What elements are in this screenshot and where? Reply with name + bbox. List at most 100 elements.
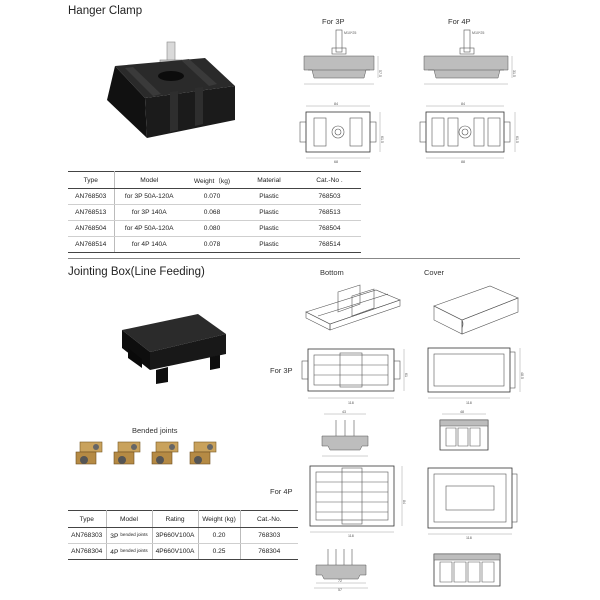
cell-rating: 3P660V100A (152, 527, 199, 544)
model-text: 3P (110, 532, 119, 540)
hanger-4p-height-dim: 31.5 (512, 70, 516, 77)
jointing-4p-height-dim: 84 (402, 500, 406, 504)
table-row: AN768513 for 3P 140A 0.068 Plastic 76851… (68, 204, 361, 221)
hanger-4p-side-dim: 61.5 (515, 136, 519, 143)
cover-iso-drawing (433, 285, 519, 335)
jointing-3p-cover-height-dim: 48.5 (520, 372, 524, 379)
cell-rating: 4P660V100A (152, 543, 199, 560)
hanger-3p-plan-drawing: 84 68 61.5 (299, 102, 384, 164)
table-row: AN768504 for 4P 50A-120A 0.080 Plastic 7… (68, 220, 361, 237)
cell-material: Plastic (240, 188, 298, 205)
cell-weight: 0.20 (198, 527, 241, 544)
jointing-3p-cover-end-top-dim: 48 (460, 410, 464, 414)
cell-model: for 3P 140A (114, 204, 184, 221)
jointing-3p-end-view: 43 (321, 410, 369, 457)
hanger-clamp-photo (107, 41, 235, 138)
hanger-3p-bolt-label: M10*25 (344, 31, 356, 35)
hanger-4p-side-drawing: M10*25 31.5 (423, 29, 516, 85)
jointing-4p-cover-plan: 118 (427, 467, 518, 540)
jointing-4p-bottom-plan: 84 118 (309, 465, 406, 538)
hanger-3p-label: For 3P (322, 17, 345, 26)
col-cat: Cat.-No. (240, 510, 298, 528)
jointing-4p-width-dim: 118 (348, 534, 354, 538)
jointing-3p-cover-width-dim: 118 (466, 401, 472, 405)
bended-joint-item (189, 441, 217, 465)
jointing-4p-end-view: 72 57 (314, 549, 368, 591)
table-row: AN768503 for 3P 50A-120A 0.070 Plastic 7… (68, 188, 361, 205)
col-type: Type (68, 510, 107, 528)
bended-joint-item (151, 441, 179, 465)
bended-joint-item (113, 441, 141, 465)
hanger-3p-side-drawing: M10*25 57.5 (303, 29, 382, 85)
cell-material: Plastic (240, 204, 298, 221)
cell-type: AN768504 (68, 220, 115, 237)
jointing-4p-end-outer-dim: 57 (338, 588, 342, 591)
col-model: Model (114, 171, 184, 189)
model-text: 4P (110, 548, 119, 556)
cell-material: Plastic (240, 236, 298, 253)
hanger-3p-bottom-dim: 68 (334, 160, 338, 164)
cell-cat: 768513 (298, 204, 361, 221)
cell-weight: 0.080 (184, 220, 240, 237)
cell-weight: 0.25 (198, 543, 241, 560)
cell-cat: 768304 (240, 543, 298, 560)
cell-type: AN768304 (68, 543, 107, 560)
col-cat: Cat.-No . (298, 171, 361, 189)
table-row: AN768514 for 4P 140A 0.078 Plastic 76851… (68, 236, 361, 253)
hanger-spec-table: Type Model Weight（kg) Material Cat.-No .… (68, 171, 361, 253)
hanger-4p-plan-drawing: 84 88 61.5 (419, 102, 519, 164)
jointing-3p-cover-plan: 118 48.5 (427, 347, 524, 405)
jointing-box-title: Jointing Box(Line Feeding) (68, 266, 205, 278)
bended-joints-photo (75, 441, 217, 465)
hanger-3p-height-dim: 57.5 (378, 70, 382, 77)
jointing-4p-cover-width-dim: 118 (466, 536, 472, 540)
cell-cat: 768303 (240, 527, 298, 544)
cover-view-label: Cover (424, 268, 445, 277)
bended-joints-title: Bended joints (132, 426, 178, 435)
model-note: bended joints (120, 547, 148, 553)
hanger-3p-side-dim: 61.5 (380, 136, 384, 143)
cell-weight: 0.068 (184, 204, 240, 221)
jointing-box-photo (122, 314, 226, 384)
hanger-4p-bolt-label: M10*25 (472, 31, 484, 35)
col-type: Type (68, 171, 115, 189)
jointing-spec-table: Type Model Rating Weight (kg) Cat.-No. A… (68, 510, 298, 560)
jointing-3p-label: For 3P (270, 366, 293, 375)
model-note: bended joints (120, 531, 148, 537)
cell-type: AN768303 (68, 527, 107, 544)
hanger-4p-label: For 4P (448, 17, 471, 26)
jointing-3p-bottom-plan: 118 61 (301, 348, 408, 405)
bottom-iso-drawing (305, 284, 401, 331)
cell-model: for 4P 50A-120A (114, 220, 184, 237)
bottom-view-label: Bottom (320, 268, 344, 277)
cell-type: AN768503 (68, 188, 115, 205)
cell-type: AN768513 (68, 204, 115, 221)
jointing-3p-cover-end-view: 48 (439, 410, 489, 451)
table-header-row: Type Model Rating Weight (kg) Cat.-No. (68, 510, 298, 528)
col-rating: Rating (152, 510, 199, 528)
col-model: Model (106, 510, 153, 528)
jointing-4p-label: For 4P (270, 487, 293, 496)
jointing-3p-end-top-dim: 43 (342, 410, 346, 414)
col-weight: Weight (kg) (198, 510, 241, 528)
cell-model: for 4P 140A (114, 236, 184, 253)
cell-weight: 0.078 (184, 236, 240, 253)
hanger-3p-top-dim: 84 (334, 102, 338, 106)
hanger-4p-top-dim: 84 (461, 102, 465, 106)
hanger-4p-bottom-dim: 88 (461, 160, 465, 164)
cell-model: for 3P 50A-120A (114, 188, 184, 205)
bended-joint-item (75, 441, 103, 465)
section-divider (68, 258, 520, 259)
cell-weight: 0.070 (184, 188, 240, 205)
hanger-clamp-title: Hanger Clamp (68, 5, 143, 17)
col-weight: Weight（kg) (184, 171, 240, 189)
col-material: Material (240, 171, 298, 189)
jointing-3p-height-dim: 61 (404, 373, 408, 377)
cell-type: AN768514 (68, 236, 115, 253)
jointing-4p-cover-end-view (433, 553, 501, 587)
jointing-3p-width-dim: 118 (348, 401, 354, 405)
